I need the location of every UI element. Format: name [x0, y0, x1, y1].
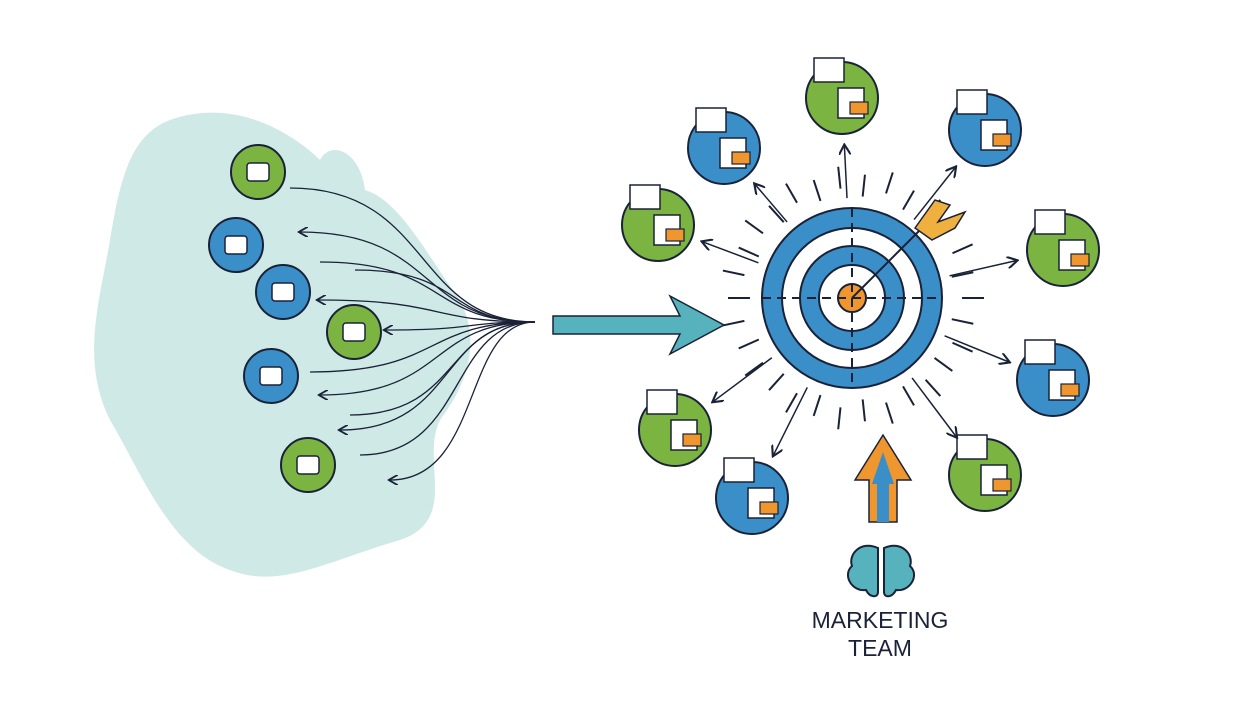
brain-icon: [847, 544, 915, 598]
ray: [837, 166, 842, 189]
channel-arrow: [755, 185, 788, 223]
ray: [885, 172, 894, 194]
channel-arrow: [913, 168, 955, 221]
refresh-icon: [326, 304, 382, 360]
channel-arrow: [713, 357, 773, 402]
channel-arrow: [703, 242, 759, 264]
ray: [933, 357, 953, 372]
background-blob: [94, 112, 471, 577]
ray: [861, 174, 866, 197]
ray: [738, 246, 760, 258]
ray: [785, 183, 798, 204]
workflow-chat-icon: [715, 457, 789, 535]
channel-arrow: [944, 335, 1009, 362]
ray: [837, 407, 842, 430]
ray: [885, 402, 894, 424]
time-settings-icon: [948, 434, 1022, 512]
ray: [952, 341, 973, 353]
analytics-board-icon: [687, 107, 761, 185]
channel-arrow: [911, 377, 956, 437]
ray: [744, 361, 764, 377]
flow-line: [320, 321, 536, 395]
up-arrow-icon: [853, 433, 913, 523]
ray: [952, 243, 973, 255]
flow-line: [390, 321, 536, 480]
ray: [722, 269, 745, 277]
document-chat-icon: [805, 57, 879, 135]
ray: [951, 318, 974, 325]
chat-user-email-icon: [1026, 209, 1100, 287]
flow-line: [319, 261, 536, 323]
flow-line: [359, 321, 536, 456]
flow-line: [289, 187, 536, 323]
ray: [738, 338, 760, 350]
ray: [812, 179, 822, 202]
flow-line: [385, 321, 536, 330]
ray: [902, 385, 915, 406]
target-icon: [761, 199, 967, 389]
team-icon: [243, 348, 299, 404]
image-chat-icon: [638, 389, 712, 467]
team-label-line2: TEAM: [848, 635, 912, 661]
email-document-icon: [621, 184, 695, 262]
ray: [812, 394, 822, 417]
flow-line: [309, 321, 536, 373]
chart-icon: [230, 144, 286, 200]
ray: [722, 319, 745, 327]
channel-arrow: [844, 146, 847, 199]
ray: [861, 399, 866, 422]
chat-check-icon: [208, 217, 264, 273]
ray: [744, 219, 764, 235]
ray: [924, 379, 942, 397]
big-right-arrow: [552, 294, 726, 356]
team-label-line1: MARKETING: [811, 607, 949, 633]
ray: [785, 392, 798, 413]
email-icon: [280, 437, 336, 493]
person-chat-icon: [1016, 339, 1090, 417]
ray: [768, 373, 785, 391]
channel-arrow: [773, 387, 808, 455]
ray: [902, 190, 915, 211]
report-user-icon: [948, 89, 1022, 167]
flow-line: [318, 300, 536, 323]
ray: [951, 271, 974, 278]
channel-arrow: [949, 261, 1017, 277]
flow-line: [340, 321, 536, 430]
database-icon: [255, 264, 311, 320]
ray: [768, 205, 785, 223]
flow-line: [354, 269, 536, 323]
